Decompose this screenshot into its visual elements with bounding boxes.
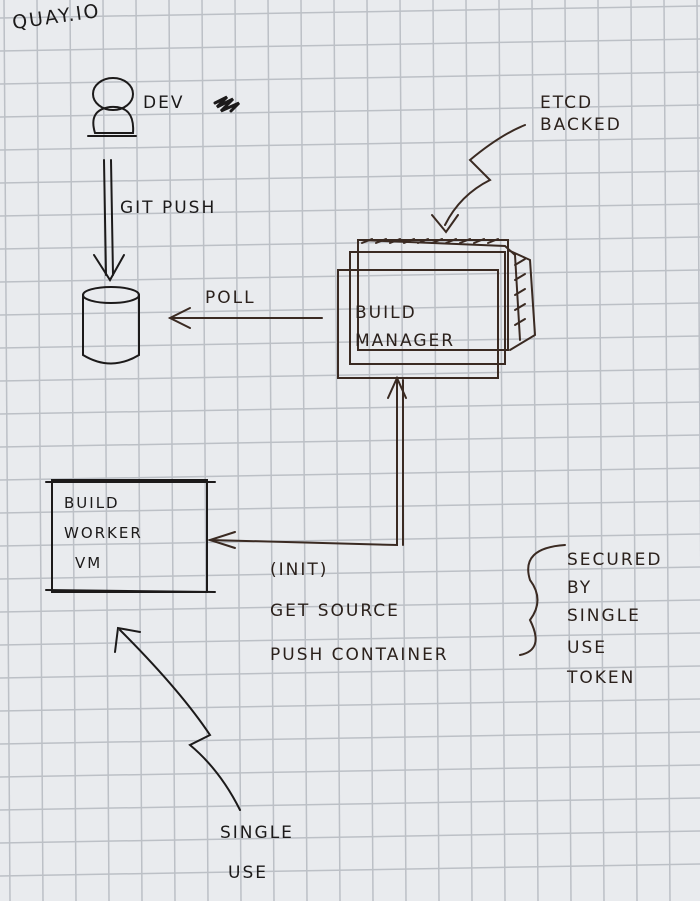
grid-line xyxy=(0,533,700,547)
build-manager-label-1: BUILD xyxy=(355,303,417,323)
step-init: (INIT) xyxy=(270,560,329,580)
secured-line-1: SECURED xyxy=(567,550,663,570)
grid-line xyxy=(0,38,700,52)
step-push-container: PUSH CONTAINER xyxy=(270,645,449,665)
grid-line xyxy=(36,0,44,901)
grid-line xyxy=(0,236,700,250)
build-manager-stack xyxy=(337,238,537,379)
repository-cylinder-icon xyxy=(82,286,140,365)
grid-line xyxy=(0,665,700,679)
grid-line xyxy=(0,137,700,151)
grid-line xyxy=(201,0,209,901)
etcd-label-1: ETCD xyxy=(540,93,594,113)
grid-line xyxy=(597,0,605,901)
grid-line xyxy=(0,434,700,448)
grid-line xyxy=(531,0,539,901)
grid-line xyxy=(0,104,700,118)
grid-line xyxy=(135,0,143,901)
step-get-source: GET SOURCE xyxy=(270,601,400,621)
single-use-label-2: USE xyxy=(228,863,268,883)
dev-label: DEV xyxy=(143,93,185,113)
grid-line xyxy=(0,830,700,844)
build-worker-label-2: WORKER xyxy=(64,524,143,542)
secured-line-3: SINGLE xyxy=(567,606,641,626)
secured-brace xyxy=(519,544,566,656)
grid-line xyxy=(630,0,638,901)
grid-line xyxy=(0,500,700,514)
secured-line-5: TOKEN xyxy=(567,668,636,688)
secured-line-2: BY xyxy=(567,578,593,598)
grid-line xyxy=(0,797,700,811)
grid-line xyxy=(0,764,700,778)
grid-line xyxy=(69,0,77,901)
grid-line xyxy=(0,5,700,19)
grid-line xyxy=(432,0,440,901)
grid-line xyxy=(0,401,700,415)
grid-line xyxy=(267,0,275,901)
single-use-label-1: SINGLE xyxy=(220,823,294,843)
init-arrow xyxy=(206,375,407,549)
scribble-out xyxy=(213,95,241,113)
dev-person-icon xyxy=(87,77,137,137)
grid-line xyxy=(3,0,11,901)
secured-line-4: USE xyxy=(567,638,607,658)
grid-line xyxy=(465,0,473,901)
etcd-label-2: BACKED xyxy=(540,115,622,135)
grid-line xyxy=(0,71,700,85)
grid-line xyxy=(0,368,700,382)
grid-line xyxy=(300,0,308,901)
grid-line xyxy=(0,170,700,184)
grid-line xyxy=(0,863,700,877)
etcd-lightning-arrow xyxy=(431,124,526,234)
grid-line xyxy=(0,731,700,745)
grid-line xyxy=(663,0,671,901)
poll-arrow xyxy=(167,307,323,329)
grid-line xyxy=(0,698,700,712)
build-worker-box xyxy=(45,479,216,593)
grid-line xyxy=(498,0,506,901)
grid-line xyxy=(234,0,242,901)
git-push-arrow xyxy=(93,159,125,282)
grid-line xyxy=(333,0,341,901)
grid-line xyxy=(564,0,572,901)
build-worker-label-1: BUILD xyxy=(64,494,120,512)
grid-line xyxy=(0,599,700,613)
grid-line xyxy=(0,566,700,580)
single-use-lightning-arrow xyxy=(114,626,241,811)
grid-line xyxy=(168,0,176,901)
grid-line xyxy=(0,203,700,217)
git-push-label: GIT PUSH xyxy=(120,198,217,218)
poll-label: POLL xyxy=(205,288,256,308)
grid-line xyxy=(366,0,374,901)
build-worker-label-3: VM xyxy=(75,554,103,572)
grid-line xyxy=(0,467,700,481)
grid-line xyxy=(102,0,110,901)
grid-line xyxy=(696,0,700,564)
build-manager-label-2: MANAGER xyxy=(355,331,456,351)
